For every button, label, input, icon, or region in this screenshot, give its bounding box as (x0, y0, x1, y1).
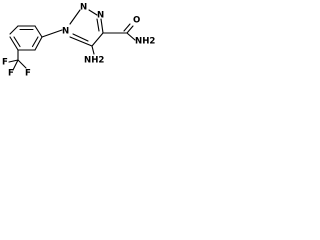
bond (34, 36, 43, 51)
amino-label: NH2 (84, 56, 104, 66)
bond (17, 59, 27, 69)
bond (69, 9, 81, 25)
bond (96, 18, 100, 32)
bond (91, 32, 104, 47)
bond (31, 36, 39, 48)
n2-label: N (80, 3, 87, 13)
amide-nitrogen-label: NH2 (135, 37, 155, 47)
fluorine-label: F (25, 69, 31, 79)
bond (34, 25, 43, 38)
bond (69, 36, 93, 47)
bond (100, 18, 104, 34)
structure-drawing: N N N NH2 O NH2 F F F (2, 3, 155, 79)
bond (123, 23, 131, 32)
bond (9, 36, 19, 51)
fluorine-label: F (8, 69, 14, 79)
bond (9, 25, 19, 35)
bond (41, 29, 63, 38)
bond (88, 9, 98, 16)
bond (8, 59, 19, 63)
bond (91, 45, 95, 55)
bond (72, 33, 89, 42)
bond (13, 36, 21, 48)
n1-label: N (62, 27, 69, 37)
bond-lines (8, 9, 136, 71)
bond (126, 25, 134, 34)
n3-label: N (97, 11, 104, 21)
bond (126, 32, 136, 41)
fluorine-label: F (2, 58, 8, 68)
atom-labels: N N N NH2 O NH2 F F F (2, 3, 155, 79)
carbonyl-oxygen-label: O (133, 16, 140, 26)
bond (12, 59, 19, 71)
